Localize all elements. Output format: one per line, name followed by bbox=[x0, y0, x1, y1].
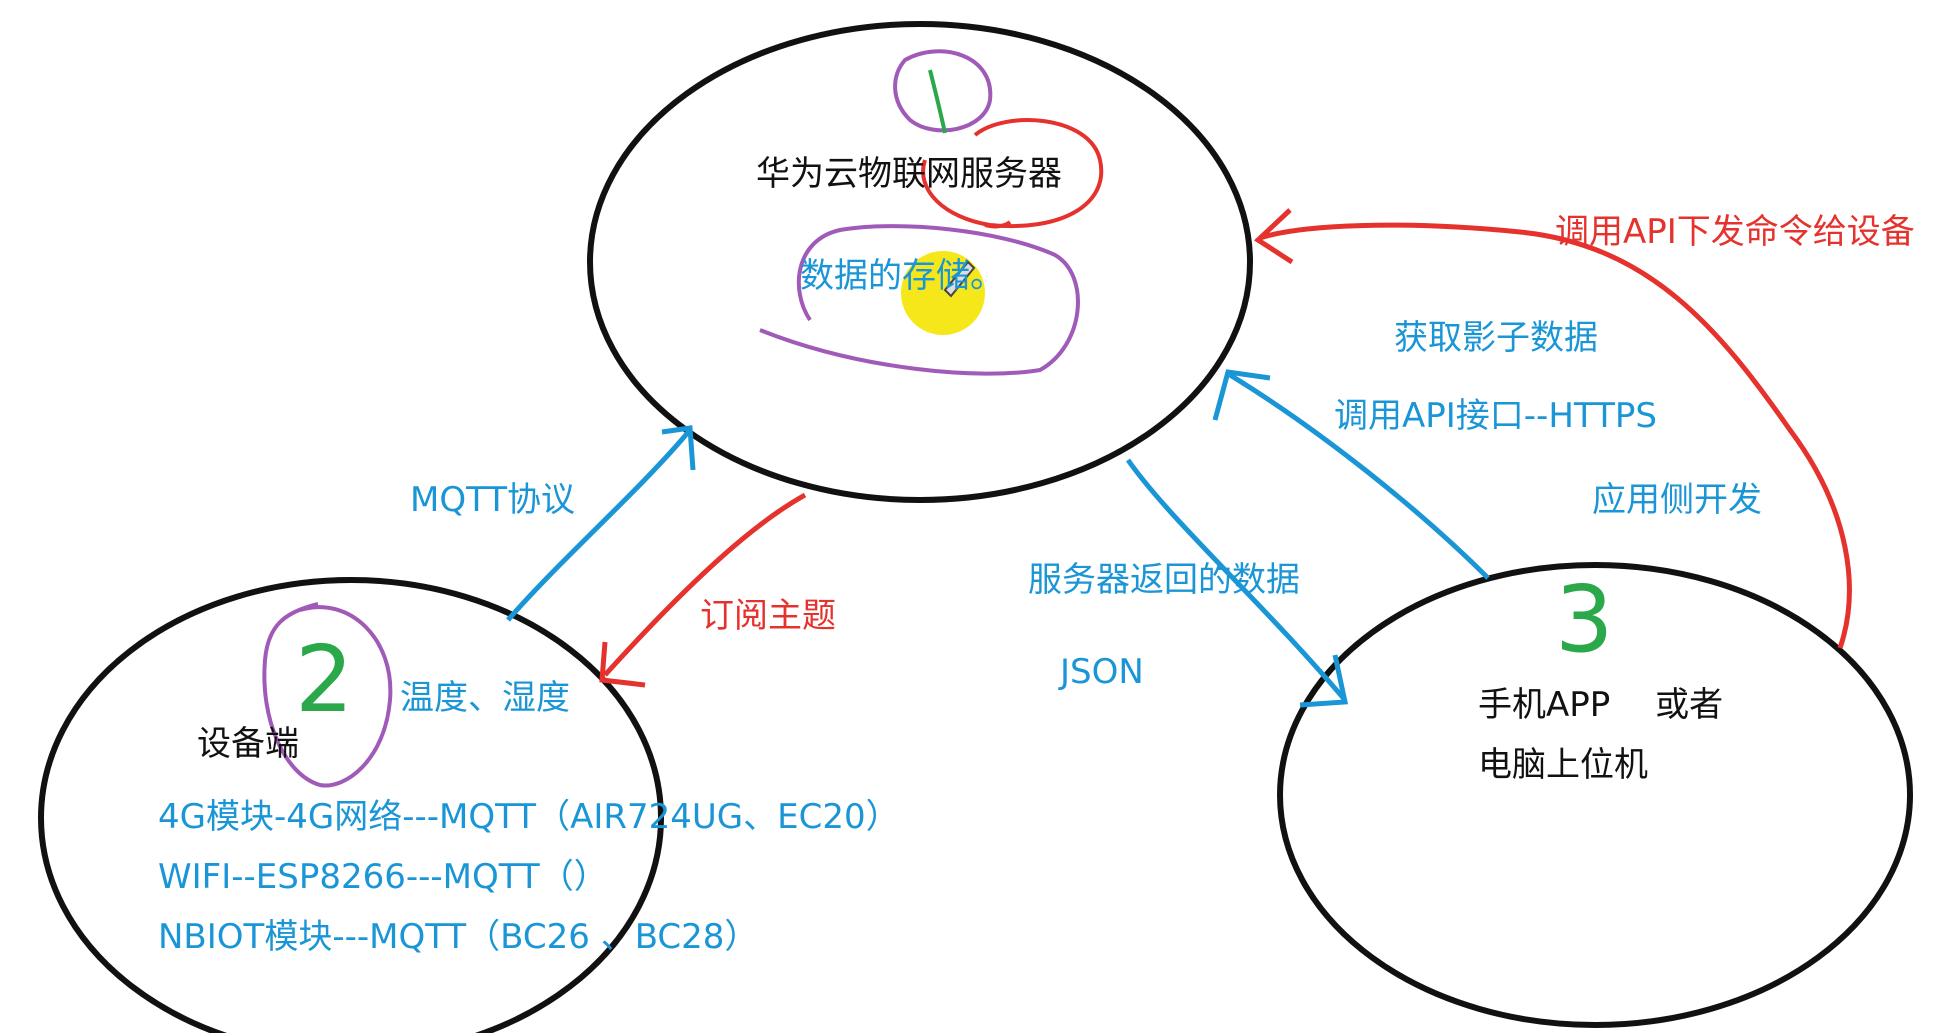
app-node-ellipse bbox=[1277, 562, 1913, 1028]
device-title: 设备端 bbox=[197, 724, 299, 764]
server-return-arrow bbox=[1125, 458, 1347, 702]
server-return-arrow-head bbox=[1299, 654, 1349, 708]
pen-cursor-icon bbox=[943, 260, 976, 298]
device-node-ellipse bbox=[38, 577, 664, 1033]
device-option-wifi: WIFI--ESP8266---MQTT（） bbox=[158, 857, 608, 897]
json-label: JSON bbox=[1060, 652, 1144, 692]
subscribe-arrow bbox=[603, 492, 807, 677]
device-option-nbiot: NBIOT模块---MQTT（BC26 、BC28） bbox=[158, 917, 759, 957]
mqtt-label: MQTT协议 bbox=[410, 480, 576, 520]
mqtt-arrow-head bbox=[661, 425, 696, 471]
mqtt-arrow bbox=[506, 428, 692, 622]
number-1-stroke bbox=[928, 69, 947, 134]
device-number: 2 bbox=[295, 626, 354, 733]
storage-purple-loop bbox=[759, 224, 1080, 376]
app-line-2: 电脑上位机 bbox=[1478, 745, 1648, 785]
command-label: 调用API下发命令给设备 bbox=[1555, 212, 1915, 252]
command-arrow bbox=[1259, 222, 1852, 649]
api-https-arrow bbox=[1228, 372, 1490, 580]
app-line-1: 手机APP 或者 bbox=[1478, 685, 1724, 725]
device-data-label: 温度、湿度 bbox=[400, 678, 570, 718]
subscribe-arrow-head bbox=[599, 641, 646, 688]
api-https-arrow-head bbox=[1212, 369, 1271, 421]
server-return-label: 服务器返回的数据 bbox=[1028, 560, 1300, 600]
server-label-red-circle bbox=[921, 118, 1104, 229]
command-arrow-head bbox=[1253, 208, 1294, 265]
server-title: 华为云物联网服务器 bbox=[756, 154, 1062, 194]
app-dev-label: 应用侧开发 bbox=[1592, 480, 1762, 520]
device-option-4g: 4G模块-4G网络---MQTT（AIR724UG、EC20） bbox=[158, 797, 900, 837]
subscribe-label: 订阅主题 bbox=[700, 596, 836, 636]
shadow-label: 获取影子数据 bbox=[1394, 318, 1598, 358]
number-2-circle bbox=[262, 602, 393, 788]
server-node-ellipse bbox=[587, 21, 1253, 503]
app-number: 3 bbox=[1555, 566, 1614, 673]
api-https-label: 调用API接口--HTTPS bbox=[1334, 396, 1657, 436]
server-storage: 数据的存储。 bbox=[800, 256, 1004, 296]
number-1-circle bbox=[893, 49, 993, 133]
